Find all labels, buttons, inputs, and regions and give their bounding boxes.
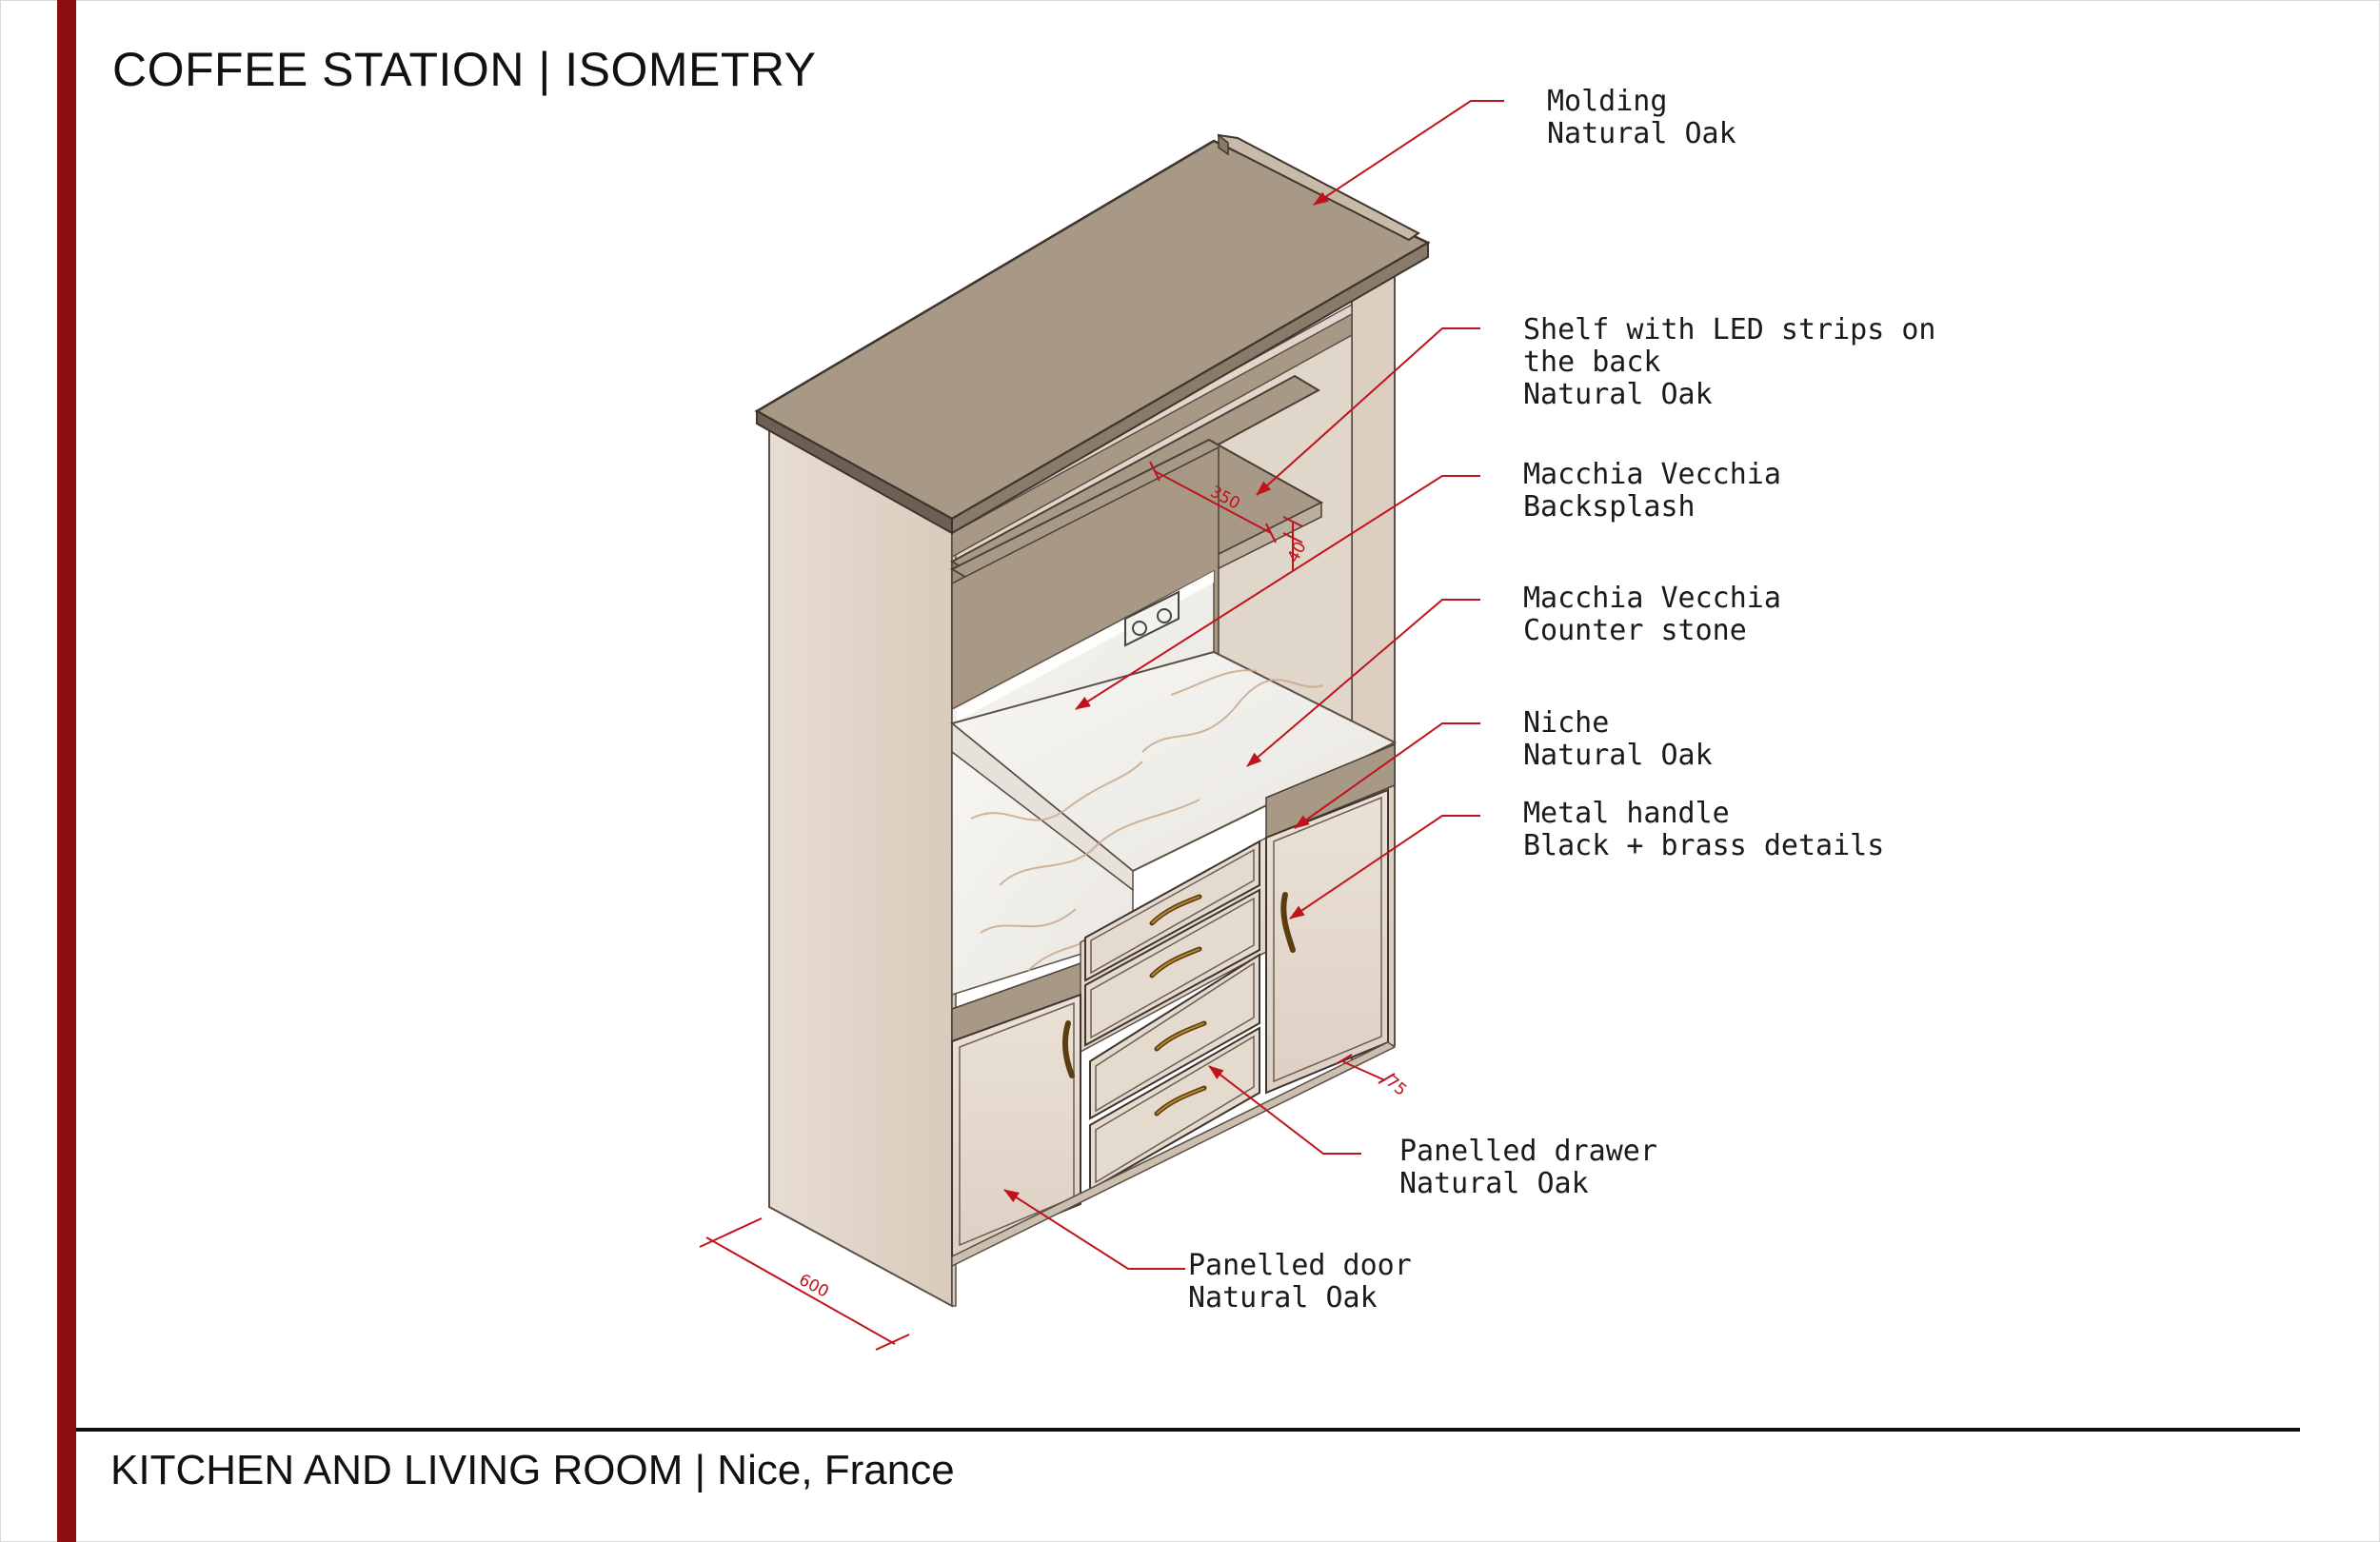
callout-shelf-led: Shelf with LED strips on the back Natura… xyxy=(1523,314,1935,411)
leader-counter xyxy=(1246,599,1480,767)
power-socket xyxy=(1124,590,1180,647)
leader-drawer xyxy=(1208,1065,1361,1155)
callout-line: Black + brass details xyxy=(1523,829,1885,862)
callout-line: Macchia Vecchia xyxy=(1523,458,1781,491)
callout-line: Metal handle xyxy=(1523,797,1730,830)
dim-plinth xyxy=(1341,1060,1386,1081)
callout-backsplash: Macchia Vecchia Backsplash xyxy=(1523,459,1781,524)
dimensions xyxy=(699,461,1396,1351)
leader-door xyxy=(1003,1189,1185,1270)
callout-line: Shelf with LED strips on xyxy=(1523,313,1936,346)
leader-shelf xyxy=(1256,327,1480,496)
callout-line: the back xyxy=(1523,346,1661,379)
callout-panelled-door: Panelled door Natural Oak xyxy=(1188,1250,1412,1315)
project-caption: KITCHEN AND LIVING ROOM | Nice, France xyxy=(110,1447,955,1493)
title-block-band xyxy=(57,0,76,1542)
callout-line: Molding xyxy=(1547,85,1668,118)
leader-niche xyxy=(1294,722,1480,829)
callout-line: Niche xyxy=(1523,706,1610,740)
callout-line: Panelled drawer xyxy=(1399,1135,1657,1168)
leader-lines xyxy=(1003,100,1504,1270)
callout-line: Panelled door xyxy=(1188,1249,1412,1282)
dim-shelf-depth xyxy=(1154,470,1272,534)
callout-line: Macchia Vecchia xyxy=(1523,582,1781,615)
niche-right xyxy=(1265,742,1396,840)
callout-metal-handle: Metal handle Black + brass details xyxy=(1523,798,1884,862)
callout-molding: Molding Natural Oak xyxy=(1547,86,1736,150)
right-door[interactable] xyxy=(1265,788,1389,1095)
plinth xyxy=(951,1041,1397,1268)
cabinet-left-side xyxy=(768,425,953,1308)
door-handle-icon xyxy=(1280,892,1296,953)
drawer-2[interactable] xyxy=(1084,888,1260,1047)
dim-cabinet-depth xyxy=(705,1236,896,1345)
callout-line: Counter stone xyxy=(1523,614,1747,647)
leader-handle xyxy=(1289,815,1480,919)
callout-line: Natural Oak xyxy=(1188,1281,1378,1315)
marble-veins xyxy=(970,669,1324,972)
dim-label-plinth: 75 xyxy=(1382,1073,1410,1100)
callout-panelled-drawer: Panelled drawer Natural Oak xyxy=(1399,1136,1657,1200)
upper-ceiling xyxy=(951,312,1353,559)
callout-line: Natural Oak xyxy=(1523,378,1713,411)
leader-molding xyxy=(1313,100,1504,206)
callout-niche: Niche Natural Oak xyxy=(1523,707,1713,772)
callout-line: Natural Oak xyxy=(1523,739,1713,772)
leader-backsplash xyxy=(1075,475,1480,710)
left-door[interactable] xyxy=(951,993,1081,1258)
footer-rule xyxy=(76,1428,2300,1432)
drawing-title: COFFEE STATION | ISOMETRY xyxy=(112,43,817,96)
callout-counter-stone: Macchia Vecchia Counter stone xyxy=(1523,583,1781,647)
door-handle-icon xyxy=(1062,1020,1075,1078)
callout-line: Natural Oak xyxy=(1399,1167,1589,1200)
cabinet xyxy=(754,133,1431,1308)
callout-line: Backsplash xyxy=(1523,490,1696,524)
callout-line: Natural Oak xyxy=(1547,117,1736,150)
